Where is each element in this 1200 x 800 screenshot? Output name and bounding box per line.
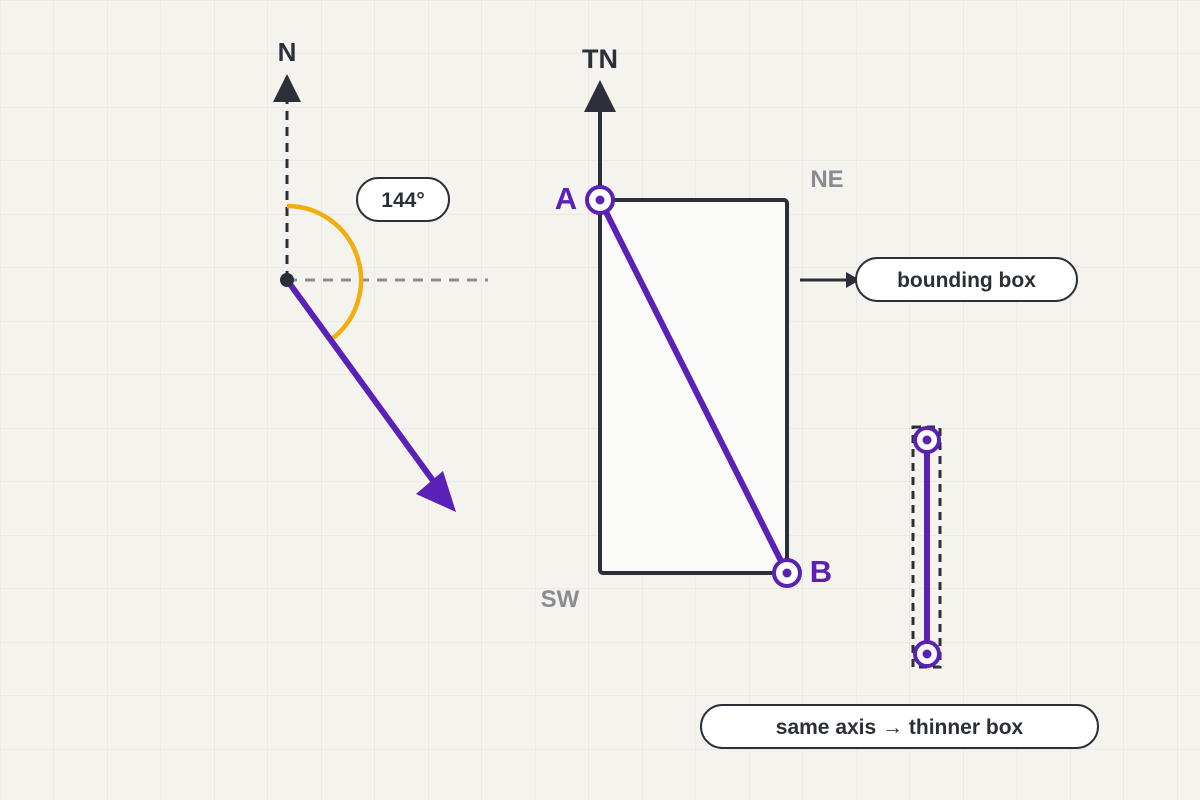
callout-arrowhead bbox=[846, 272, 860, 288]
segment-a-b bbox=[597, 197, 790, 576]
thin-top-point-marker bbox=[913, 426, 941, 454]
bearing-arrow-shaft bbox=[284, 277, 437, 485]
compass-diagram: N 144° bbox=[273, 37, 488, 512]
bearing-arrowhead bbox=[416, 471, 456, 512]
origin-dot bbox=[280, 273, 294, 287]
thin-bottom-point-marker bbox=[913, 640, 941, 668]
angle-badge: 144° bbox=[356, 177, 450, 222]
bounding-box-diagram: TN A B NE SW bounding box bbox=[541, 44, 1078, 613]
north-arrowhead bbox=[273, 74, 301, 102]
thin-box-diagram: same axis → thinner box bbox=[700, 425, 1099, 749]
angle-arc bbox=[286, 203, 364, 342]
point-b-label: B bbox=[810, 554, 832, 589]
point-a-label: A bbox=[555, 181, 577, 216]
thin-box-caption-label: same axis → thinner box bbox=[776, 716, 1024, 739]
north-label: N bbox=[278, 37, 297, 67]
bounding-box-callout: bounding box bbox=[855, 257, 1078, 302]
true-north-arrowhead bbox=[584, 80, 616, 112]
point-b-marker bbox=[772, 558, 802, 588]
true-north-label: TN bbox=[582, 44, 618, 74]
ne-corner-label: NE bbox=[810, 166, 843, 193]
bounding-box-callout-label: bounding box bbox=[897, 269, 1036, 292]
angle-label: 144° bbox=[381, 189, 424, 212]
thin-box-caption: same axis → thinner box bbox=[700, 704, 1099, 749]
point-a-marker bbox=[585, 185, 615, 215]
sw-corner-label: SW bbox=[541, 586, 580, 613]
